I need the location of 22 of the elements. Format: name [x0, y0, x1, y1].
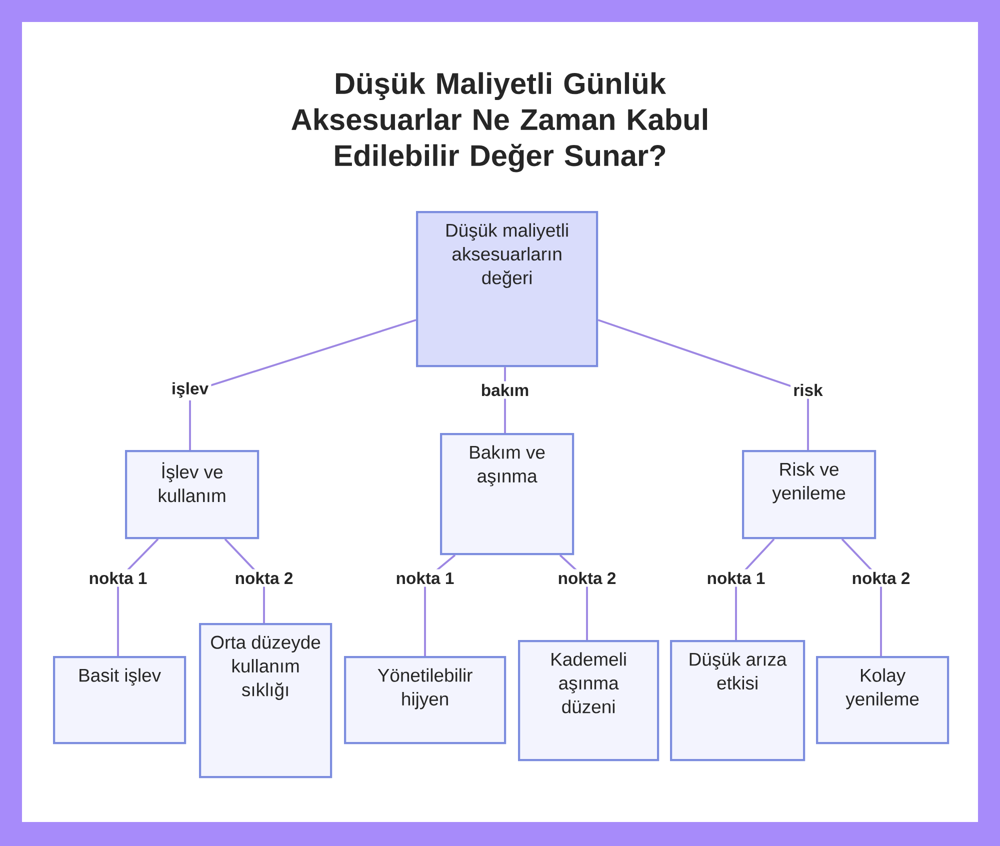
- connector-line: [189, 319, 416, 450]
- connector-line: [598, 319, 809, 450]
- concept-box: Yönetilebilir hijyen: [344, 656, 506, 744]
- edge-label: nokta 1: [704, 569, 768, 587]
- concept-box: Kolay yenileme: [816, 656, 950, 744]
- concept-box: Düşük arıza etkisi: [670, 640, 806, 762]
- concept-box: Risk ve yenileme: [742, 450, 876, 540]
- concept-box: Orta düzeyde kullanım sıklığı: [199, 623, 332, 778]
- edge-label: nokta 2: [849, 569, 913, 587]
- title: Düşük Maliyetli Günlük Aksesuarlar Ne Zaman Kabul Edilebilir Değer Sunar?: [292, 72, 707, 172]
- edge-label: nokta 2: [555, 569, 619, 587]
- topic-box: Düşük maliyetli aksesuarların değeri: [416, 211, 598, 368]
- edge-label: nokta 1: [86, 569, 150, 587]
- concept-box: Kademeli aşınma düzeni: [518, 640, 660, 762]
- edge-label: nokta 1: [393, 569, 457, 587]
- concept-box: İşlev ve kullanım: [125, 450, 260, 540]
- concept-box: Basit işlev: [53, 656, 186, 744]
- concept-box: Bakım ve aşınma: [440, 433, 574, 556]
- edge-label: nokta 2: [232, 569, 296, 587]
- edge-label: işlev: [168, 380, 212, 400]
- edge-label: bakım: [478, 381, 532, 399]
- edge-label: risk: [790, 381, 826, 399]
